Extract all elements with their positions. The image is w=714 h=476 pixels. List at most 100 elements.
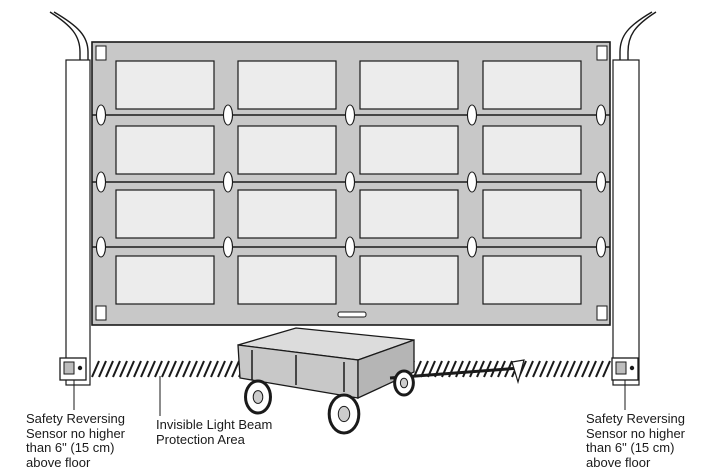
beam-hatch-mark [133,360,142,378]
door-hinge [95,236,107,258]
sensor-indicator [77,365,83,371]
right-sensor-label-line: above floor [586,454,651,470]
door-hinge [344,236,356,258]
right-sensor-label: Safety Reversing Sensor no higher than 6… [586,411,686,470]
door-hinge [595,104,607,126]
beam-hatch-mark [231,360,240,378]
left-sensor-label-line: than 6" (15 cm) [26,440,115,455]
beam-hatch-mark [588,360,597,378]
beam-hatch-mark [462,360,471,378]
door-window [359,189,459,239]
beam-hatch-mark [210,360,219,378]
wheel-hub [252,390,264,404]
wheel-hub [399,377,409,389]
door-window [115,125,215,175]
left-jamb [65,59,91,386]
door-hinge [344,171,356,193]
left-sensor-label-line: above floor [26,454,91,470]
beam-hatch-mark [112,360,121,378]
beam-hatch-mark [567,360,576,378]
door-window [482,60,582,110]
beam-hatch-mark [168,360,177,378]
beam-hatch-mark [91,360,100,378]
door-window [115,189,215,239]
door-hinge [344,104,356,126]
beam-hatch-mark [546,360,555,378]
left-track-rail [49,11,81,365]
beam-hatch-mark [525,360,534,378]
sensor-lens [63,361,75,375]
beam-hatch-mark [126,360,135,378]
door-tracks [49,11,657,386]
beam-hatch-mark [161,360,170,378]
beam-hatch-mark [560,360,569,378]
beam-hatch-mark [105,360,114,378]
wagon-tongue-handle [511,359,525,385]
beam-hatch-mark [189,360,198,378]
door-window [482,189,582,239]
door-hinge [222,236,234,258]
beam-hatch-mark [455,360,464,378]
light-beam-label-line: Invisible Light Beam [156,417,273,432]
beam-hatch-mark [581,360,590,378]
left-sensor-label: Safety Reversing Sensor no higher than 6… [26,411,126,470]
right-track-rail [627,11,657,365]
wagon-wheel-front-right [393,369,415,397]
right-sensor-label-line: Safety Reversing [586,411,685,426]
beam-hatch-mark [413,360,422,378]
beam-hatch-mark [203,360,212,378]
door-hinge [95,171,107,193]
beam-hatch-mark [196,360,205,378]
right-sensor-label-line: Sensor no higher [586,425,686,441]
door-window [115,60,215,110]
wagon-wheel-front-left [327,393,361,435]
left-sensor-label-line: Sensor no higher [26,425,126,441]
door-window [237,60,337,110]
door-window [359,255,459,305]
wagon-wheel-rear-left [244,379,272,415]
door-hinge [466,236,478,258]
door-hinge [95,104,107,126]
sensor-lens [615,361,627,375]
beam-hatch-mark [602,360,611,378]
left-sensor-label-line: Safety Reversing [26,411,125,426]
left-safety-sensor [59,357,87,381]
corner-bracket [596,305,608,321]
beam-hatch-mark [469,360,478,378]
door-window [237,189,337,239]
door-window [115,255,215,305]
door-window [482,125,582,175]
beam-hatch-mark [532,360,541,378]
wagon-obstacle [237,327,525,435]
right-jamb [612,59,640,386]
beam-hatch-mark [574,360,583,378]
leader-lines [73,376,626,416]
beam-hatch-mark [140,360,149,378]
right-track-rail [619,11,653,365]
beam-hatch-mark [119,360,128,378]
door-hinge [466,104,478,126]
beam-hatch-mark [476,360,485,378]
beam-hatch-mark [154,360,163,378]
beam-hatch-mark [553,360,562,378]
door-hinge [222,171,234,193]
garage-door [91,41,611,326]
light-beam-label: Invisible Light Beam Protection Area [156,417,273,447]
door-handle [337,311,367,318]
corner-bracket [95,305,107,321]
right-sensor-label-line: than 6" (15 cm) [586,440,675,455]
left-track-rail [53,11,89,365]
beam-hatch-mark [147,360,156,378]
wagon-side-end [357,339,415,400]
door-window [359,60,459,110]
corner-bracket [95,45,107,61]
sensor-indicator [629,365,635,371]
beam-hatch-mark [595,360,604,378]
beam-hatch-mark [98,360,107,378]
corner-bracket [596,45,608,61]
right-safety-sensor [611,357,639,381]
door-hinge [222,104,234,126]
beam-hatch-mark [217,360,226,378]
